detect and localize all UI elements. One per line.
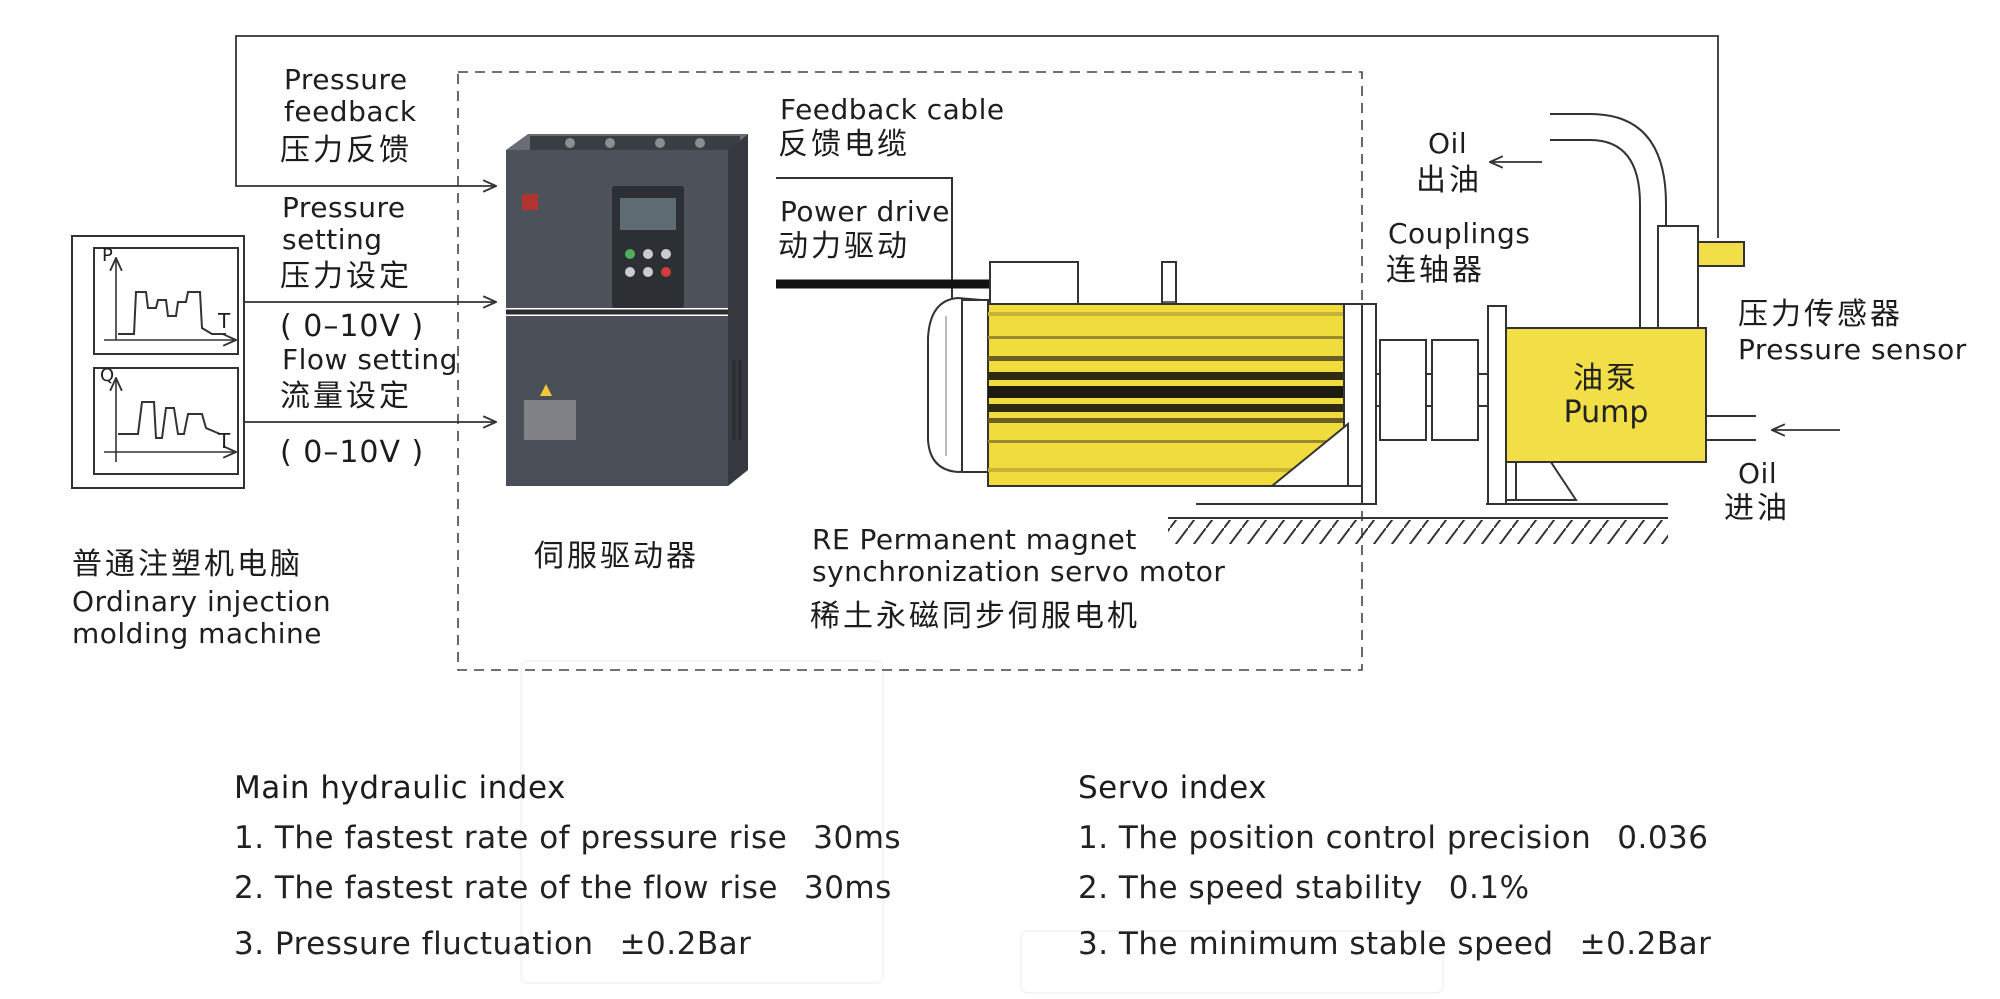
- pressure-profile-graph: [118, 291, 226, 335]
- background-watermark: [520, 660, 884, 984]
- pressure-setting-label: Pressure: [282, 191, 406, 224]
- flow-profile-graph: [118, 401, 221, 439]
- index-item-value: 30ms: [803, 870, 892, 906]
- graph-axis-label: P: [102, 245, 114, 266]
- servo-index-item: 1. The position control precision 0.036: [1078, 820, 1709, 856]
- servo-driver-label: 伺服驱动器: [534, 539, 699, 574]
- servo-motor-label-zh: 稀土永磁同步伺服电机: [810, 599, 1140, 634]
- background-watermark: [1020, 930, 1444, 994]
- oil-pump-assembly: [1487, 113, 1756, 505]
- servo-motor-label: RE Permanent magnet: [812, 523, 1137, 556]
- flow-setting-label: Flow setting: [282, 343, 458, 376]
- feedback-cable-label: Feedback cable: [780, 93, 1005, 126]
- graph-axis-label: Q: [100, 365, 115, 386]
- servo-driver: [506, 134, 748, 486]
- servo-system-boundary: [457, 71, 1363, 671]
- oil-pump: [1505, 327, 1707, 463]
- couplings-label: Couplings: [1388, 217, 1531, 250]
- index-item-value: ±0.2Bar: [619, 926, 752, 962]
- feedback-cable-label-zh: 反馈电缆: [778, 127, 910, 162]
- servo-index-item: 2. The speed stability 0.1%: [1078, 870, 1530, 906]
- pressure-feedback-line: [235, 35, 1719, 238]
- injection-machine-computer: [71, 235, 245, 489]
- oil-out-label-zh: 出油: [1416, 163, 1482, 198]
- index-item-label: 2. The fastest rate of the flow rise: [234, 870, 778, 906]
- oil-pump-label-en: Pump: [1563, 395, 1649, 430]
- flow-setting-range: ( 0–10V ): [280, 435, 425, 470]
- pressure-setting-label-zh: 压力设定: [280, 259, 412, 294]
- hydraulic-index-item: 1. The fastest rate of pressure rise 30ms: [234, 820, 901, 856]
- servo-motor-label: synchronization servo motor: [812, 555, 1226, 588]
- power-drive-label: Power drive: [780, 195, 950, 228]
- oil-in-label: Oil: [1738, 457, 1778, 490]
- oil-in-label-zh: 进油: [1724, 491, 1790, 526]
- pressure-setting-label: setting: [282, 223, 383, 256]
- hydraulic-index-title: Main hydraulic index: [234, 770, 566, 806]
- ground-base: [1168, 503, 1668, 544]
- graph-axis-label: T: [218, 429, 231, 453]
- computer-name-en: molding machine: [72, 617, 322, 650]
- oil-out-label: Oil: [1428, 127, 1468, 160]
- flow-setting-label-zh: 流量设定: [280, 379, 412, 414]
- servo-index-item: 3. The minimum stable speed ±0.2Bar: [1078, 926, 1711, 962]
- graph-axis-label: T: [218, 309, 231, 333]
- pressure-feedback-label-zh: 压力反馈: [280, 133, 412, 168]
- servo-motor: [927, 261, 1377, 505]
- power-drive-label-zh: 动力驱动: [778, 229, 910, 264]
- index-item-label: 3. The minimum stable speed: [1078, 926, 1554, 962]
- feedback-cable: [776, 177, 953, 298]
- pressure-feedback-label: Pressure: [284, 63, 408, 96]
- index-item-value: 0.036: [1617, 820, 1709, 856]
- index-item-label: 2. The speed stability: [1078, 870, 1423, 906]
- pressure-feedback-label: feedback: [284, 95, 417, 128]
- computer-name-zh: 普通注塑机电脑: [72, 547, 303, 582]
- hydraulic-index-item: 2. The fastest rate of the flow rise 30ms: [234, 870, 892, 906]
- index-item-value: ±0.2Bar: [1579, 926, 1712, 962]
- index-item-value: 0.1%: [1448, 870, 1530, 906]
- index-item-label: 1. The position control precision: [1078, 820, 1592, 856]
- couplings-label-zh: 连轴器: [1386, 253, 1485, 288]
- hydraulic-index-item: 3. Pressure fluctuation ±0.2Bar: [234, 926, 751, 962]
- servo-index-title: Servo index: [1078, 770, 1267, 806]
- index-item-value: 30ms: [813, 820, 902, 856]
- index-item-label: 1. The fastest rate of pressure rise: [234, 820, 788, 856]
- index-item-label: 3. Pressure fluctuation: [234, 926, 594, 962]
- oil-pump-label-zh: 油泵: [1573, 361, 1639, 396]
- coupling: [1375, 339, 1489, 441]
- pressure-setting-range: ( 0–10V ): [280, 309, 425, 344]
- computer-name-en: Ordinary injection: [72, 585, 332, 618]
- pressure-sensor-label: Pressure sensor: [1738, 333, 1967, 366]
- pressure-sensor-label-zh: 压力传感器: [1738, 297, 1903, 332]
